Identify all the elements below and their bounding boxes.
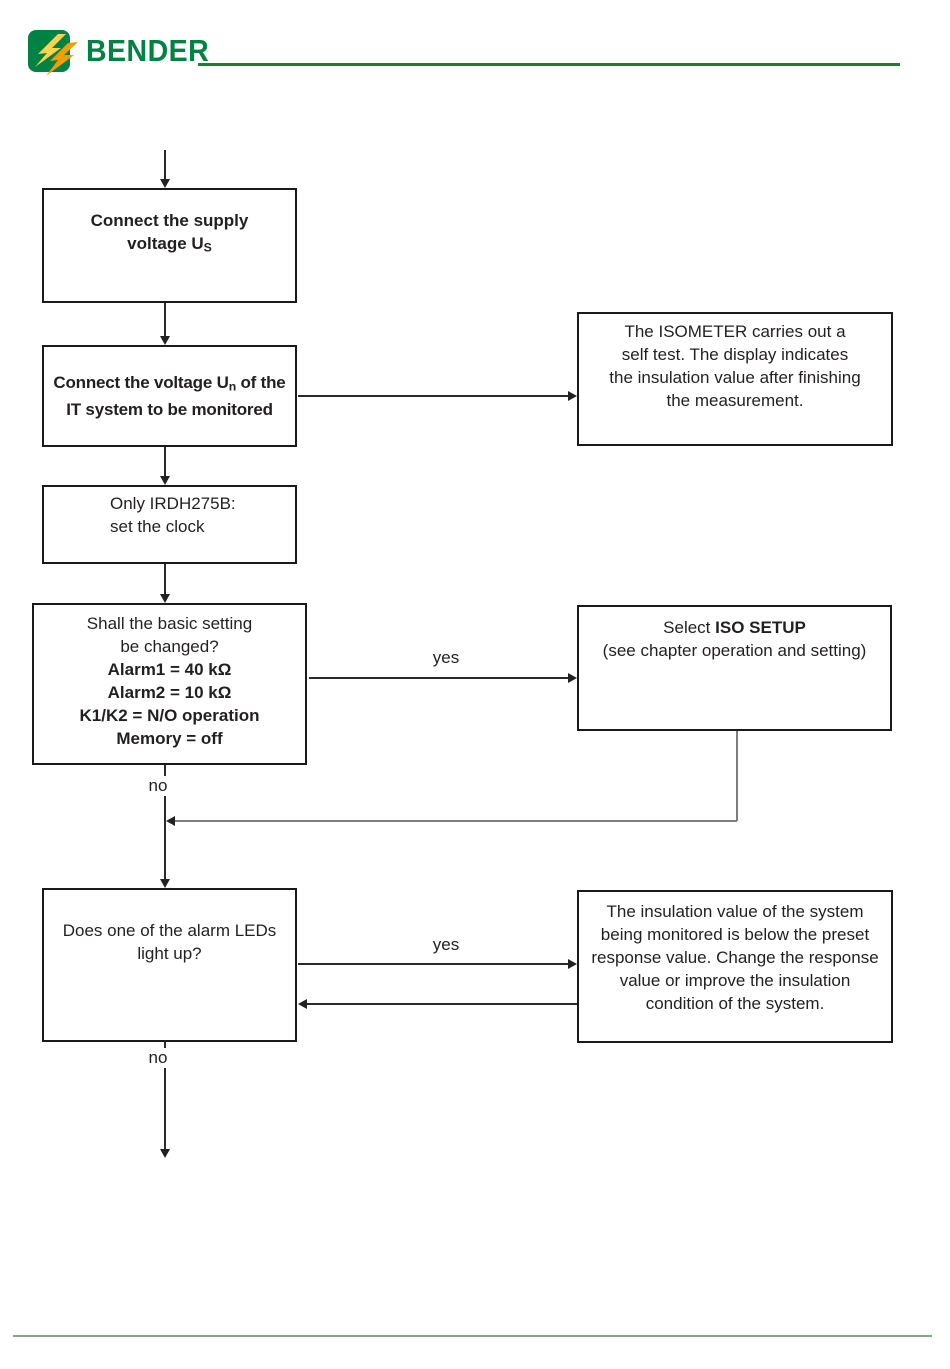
lightning-bolt-icon: [28, 30, 78, 76]
flow-box-text-line: Shall the basic setting: [86, 614, 253, 633]
flow-box-text-line: The insulation value of the system: [606, 902, 864, 921]
brand-name: BENDER: [86, 33, 210, 68]
flow-box-text-line: Memory = off: [116, 729, 223, 748]
arrowhead-down-icon: [160, 1149, 170, 1158]
label-no: no: [141, 1048, 175, 1068]
flow-box-text-line: condition of the system.: [645, 994, 825, 1013]
flow-box-text-line: response value. Change the response: [591, 948, 879, 967]
connector-isosetup-return-horizontal: [175, 820, 737, 822]
flow-box-text-line: light up?: [137, 944, 202, 963]
flow-box-text-line: set the clock: [110, 516, 205, 536]
flow-box-connect-supply: Connect the supply voltage US: [42, 188, 297, 303]
flow-box-text-line: be changed?: [120, 637, 219, 656]
flow-box-text-line: K1/K2 = N/O operation: [79, 706, 260, 725]
arrowhead-right-icon: [568, 959, 577, 969]
label-yes: yes: [428, 935, 464, 955]
connector-isosetup-return-vertical: [736, 731, 738, 821]
label-yes: yes: [428, 648, 464, 668]
connector-leds-yes: [298, 963, 568, 965]
flow-box-text-line: self test. The display indicates: [621, 345, 849, 364]
connector-connect-to-clock: [164, 447, 166, 476]
header-rule: [198, 63, 900, 66]
arrowhead-down-icon: [160, 179, 170, 188]
flow-box-alarm-leds: Does one of the alarm LEDs light up?: [42, 888, 297, 1042]
connector-connect-to-selftest: [298, 395, 568, 397]
flow-box-set-clock: Only IRDH275B: set the clock: [42, 485, 297, 564]
flow-box-text-line: Connect the supply: [90, 211, 249, 231]
arrowhead-right-icon: [568, 673, 577, 683]
flow-box-text-line: Alarm2 = 10 kΩ: [107, 683, 232, 702]
flow-box-basic-setting: Shall the basic setting be changed? Alar…: [32, 603, 307, 765]
label-no: no: [141, 776, 175, 796]
arrowhead-down-icon: [160, 476, 170, 485]
flow-box-text-line: The ISOMETER carries out a: [624, 322, 846, 341]
flow-box-self-test: The ISOMETER carries out a self test. Th…: [577, 312, 893, 446]
flow-box-text-line: Does one of the alarm LEDs: [62, 921, 277, 940]
flow-box-text-line: IT system to be monitored: [66, 400, 273, 420]
flow-box-text-line: voltage US: [127, 234, 212, 255]
bender-logo: [28, 29, 86, 79]
arrowhead-right-icon: [568, 391, 577, 401]
flow-box-iso-setup: Select ISO SETUP (see chapter operation …: [577, 605, 892, 731]
flow-box-text-line: Connect the voltage Un of the: [53, 372, 286, 394]
connector-basic-yes: [309, 677, 568, 679]
footer-rule: [13, 1335, 932, 1337]
flow-box-text-line: Alarm1 = 40 kΩ: [107, 660, 232, 679]
flow-box-connect-voltage: Connect the voltage Un of the IT system …: [42, 345, 297, 447]
flow-box-text-line: value or improve the insulation: [619, 971, 851, 990]
flow-box-insulation-low: The insulation value of the system being…: [577, 890, 893, 1043]
arrowhead-left-icon: [166, 816, 175, 826]
connector-entry: [164, 150, 166, 180]
connector-clock-to-basic: [164, 564, 166, 594]
arrowhead-down-icon: [160, 879, 170, 888]
arrowhead-left-icon: [298, 999, 307, 1009]
flow-box-text-line: Only IRDH275B:: [110, 493, 236, 513]
flow-box-text-line: (see chapter operation and setting): [602, 640, 867, 660]
flow-box-text-line: Select ISO SETUP: [663, 617, 806, 637]
connector-leds-no: [164, 1042, 166, 1150]
flow-box-text-line: being monitored is below the preset: [600, 925, 870, 944]
arrowhead-down-icon: [160, 594, 170, 603]
connector-insulation-return: [307, 1003, 577, 1005]
flow-box-text-line: the insulation value after finishing: [609, 368, 861, 387]
flow-box-text-line: the measurement.: [666, 391, 804, 410]
connector-basic-no: [164, 765, 166, 880]
arrowhead-down-icon: [160, 336, 170, 345]
connector-supply-to-connect: [164, 303, 166, 336]
